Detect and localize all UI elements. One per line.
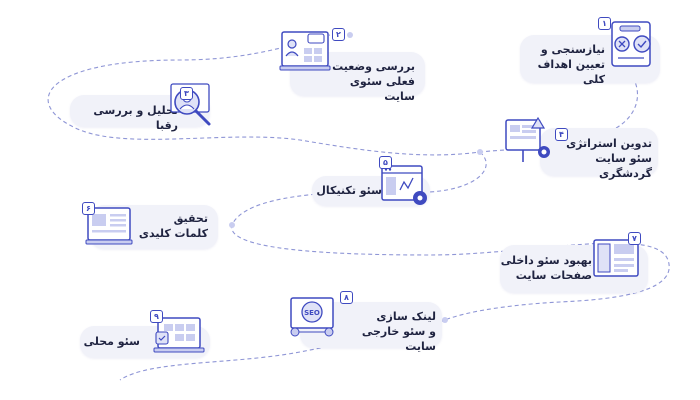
step-5-number: ۵	[379, 156, 392, 169]
step-1-label: نیازسنجی و تعیین اهداف کلی	[537, 43, 605, 86]
checklist-icon	[611, 21, 651, 67]
strategy-board-icon	[505, 116, 550, 162]
step-3-label: تحلیل و بررسی رقبا	[93, 104, 178, 132]
step-7-number: ۷	[628, 232, 641, 245]
step-7-label: بهبود سئو داخلی صفحات سایت	[500, 254, 592, 282]
step-6-label: تحقیق کلمات کلیدی	[138, 212, 208, 240]
browser-gear-icon	[381, 165, 427, 205]
step-1-number: ۱	[598, 17, 611, 30]
seo-globe-icon: SEO	[290, 297, 334, 337]
step-4-number: ۴	[555, 128, 568, 141]
magnifier-user-icon	[170, 83, 211, 126]
step-5-label: سئو تکنیکال	[316, 184, 382, 197]
step-6-number: ۶	[82, 202, 95, 215]
step-8-number: ۸	[340, 291, 353, 304]
keyword-chart-icon	[85, 207, 133, 245]
step-2-label: بررسی وضعیت فعلی سئوی سایت	[332, 60, 415, 103]
laptop-store-icon	[153, 317, 205, 353]
layout-page-icon	[593, 239, 639, 277]
step-4-label: تدوین استراتژی سئو سایت گردشگری	[566, 137, 652, 180]
step-8-label: لینک سازی و سئو خارجی سایت	[361, 310, 436, 353]
svg-text:SEO: SEO	[304, 309, 320, 317]
step-2-number: ۲	[332, 28, 345, 41]
monitor-user-icon	[279, 31, 331, 71]
step-9-number: ۹	[150, 310, 163, 323]
step-3-number: ۳	[180, 87, 193, 100]
step-9-label: سئو محلی	[83, 335, 140, 348]
